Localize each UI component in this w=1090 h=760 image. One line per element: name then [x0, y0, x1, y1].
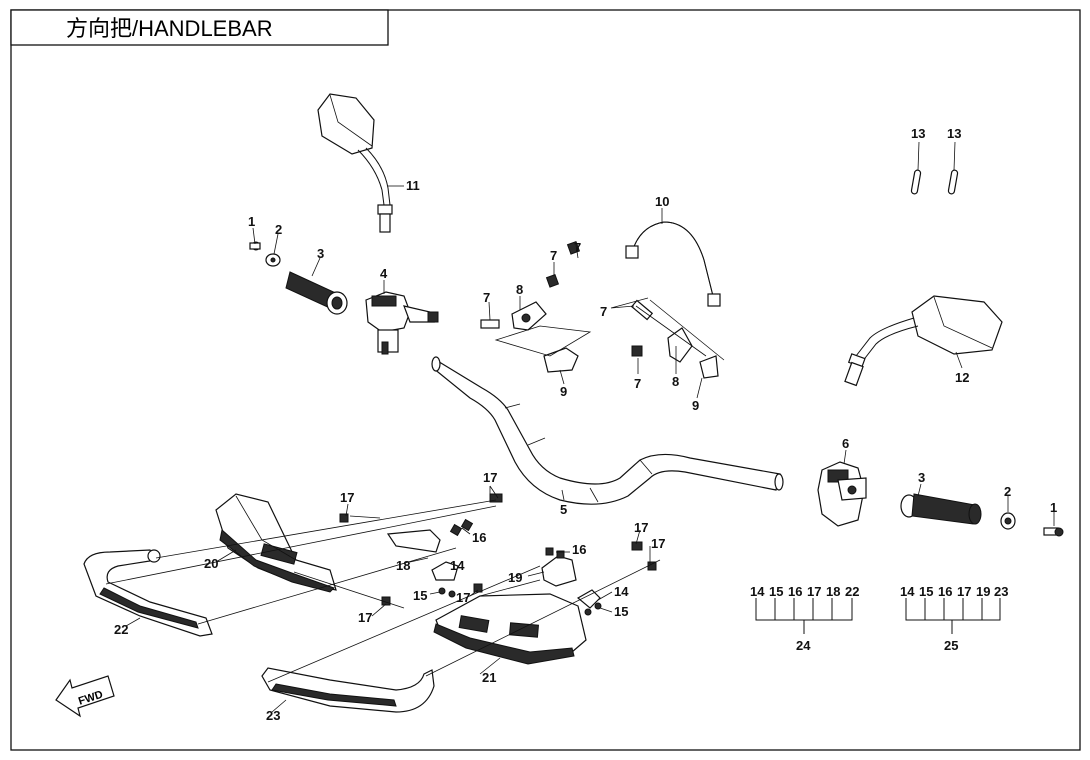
- callout-4: 4: [380, 266, 388, 281]
- callout-15-a: 15: [413, 588, 427, 603]
- callout-1-right: 1: [1050, 500, 1057, 515]
- kit-24-bracket: [755, 598, 853, 634]
- hose-10: [625, 221, 721, 307]
- callout-11: 11: [406, 178, 420, 193]
- callout-17-b: 17: [483, 470, 497, 485]
- callout-8-a: 8: [516, 282, 523, 297]
- left-switch-housing: [365, 291, 439, 355]
- right-grip-hardware: [900, 493, 1064, 537]
- kit-24-part-16: 16: [788, 584, 802, 599]
- right-brace-23: [261, 667, 435, 713]
- right-mirror: [844, 295, 1003, 387]
- kit-24-part-14: 14: [750, 584, 765, 599]
- left-mirror: [317, 93, 393, 233]
- callout-22: 22: [114, 622, 128, 637]
- right-switch-housing: [817, 461, 867, 527]
- left-handguard-20: [215, 493, 337, 593]
- kit-24-part-22: 22: [845, 584, 859, 599]
- callout-7-c: 7: [574, 240, 581, 255]
- callout-8-b: 8: [672, 374, 679, 389]
- assembly-lines: [105, 499, 661, 683]
- callout-19: 19: [508, 570, 522, 585]
- callout-15-b: 15: [614, 604, 628, 619]
- callout-16-b: 16: [572, 542, 586, 557]
- callout-7-b: 7: [550, 248, 557, 263]
- kit-25-part-17: 17: [957, 584, 971, 599]
- callout-17-e: 17: [634, 520, 648, 535]
- callout-23: 23: [266, 708, 280, 723]
- callout-17-d: 17: [456, 590, 470, 605]
- callout-21: 21: [482, 670, 496, 685]
- callout-17-a: 17: [340, 490, 354, 505]
- callout-9-a: 9: [560, 384, 567, 399]
- left-clamp-assembly: [480, 240, 592, 373]
- callout-7-e: 7: [634, 376, 641, 391]
- kit-25-part-14: 14: [900, 584, 915, 599]
- callout-7-a: 7: [483, 290, 490, 305]
- kit-24-part-15: 15: [769, 584, 783, 599]
- callout-labels: 1 2 3 4 5 6 7 7 7 7 7 8 8 9 9 10 11 12 1…: [114, 126, 1057, 723]
- right-clamp-assembly: [630, 299, 725, 379]
- kit-25-label: 25: [944, 638, 958, 653]
- callout-3-left: 3: [317, 246, 324, 261]
- kit-25-part-16: 16: [938, 584, 952, 599]
- kit-25-labels: 14 15 16 17 19 23 25: [900, 584, 1008, 653]
- fwd-arrow: FWD: [55, 675, 115, 718]
- callout-9-b: 9: [692, 398, 699, 413]
- callout-12: 12: [955, 370, 969, 385]
- callout-17-c: 17: [358, 610, 372, 625]
- kit-25-part-19: 19: [976, 584, 990, 599]
- kit-24-labels: 14 15 16 17 18 22 24: [750, 584, 859, 653]
- kit-25-part-15: 15: [919, 584, 933, 599]
- callout-2-right: 2: [1004, 484, 1011, 499]
- left-grip-hardware: [249, 241, 348, 315]
- left-bracket-18: [339, 493, 503, 606]
- callout-17-f: 17: [651, 536, 665, 551]
- kit-25-part-23: 23: [994, 584, 1008, 599]
- callout-6: 6: [842, 436, 849, 451]
- leader-lines: [125, 141, 1055, 713]
- callout-14-a: 14: [450, 558, 465, 573]
- callout-7-d: 7: [600, 304, 607, 319]
- callout-16-a: 16: [472, 530, 486, 545]
- callout-18: 18: [396, 558, 410, 573]
- callout-14-b: 14: [614, 584, 629, 599]
- kit-24-part-17: 17: [807, 584, 821, 599]
- callout-20: 20: [204, 556, 218, 571]
- callout-3-right: 3: [918, 470, 925, 485]
- kit-24-part-18: 18: [826, 584, 840, 599]
- callout-1-left: 1: [248, 214, 255, 229]
- callout-10: 10: [655, 194, 669, 209]
- right-bracket-19: [473, 541, 657, 616]
- kit-25-bracket: [905, 598, 1001, 634]
- callout-5: 5: [560, 502, 567, 517]
- handlebar-tube: [431, 356, 784, 505]
- callout-13-a: 13: [911, 126, 925, 141]
- right-handguard-21: [433, 593, 587, 665]
- callout-2-left: 2: [275, 222, 282, 237]
- title-box: [10, 9, 389, 46]
- callout-13-b: 13: [947, 126, 961, 141]
- left-brace-22: [83, 549, 213, 637]
- diagram-title: 方向把/HANDLEBAR: [66, 16, 273, 41]
- kit-24-label: 24: [796, 638, 811, 653]
- pins-13: [910, 169, 959, 195]
- diagram-frame: [10, 9, 1081, 751]
